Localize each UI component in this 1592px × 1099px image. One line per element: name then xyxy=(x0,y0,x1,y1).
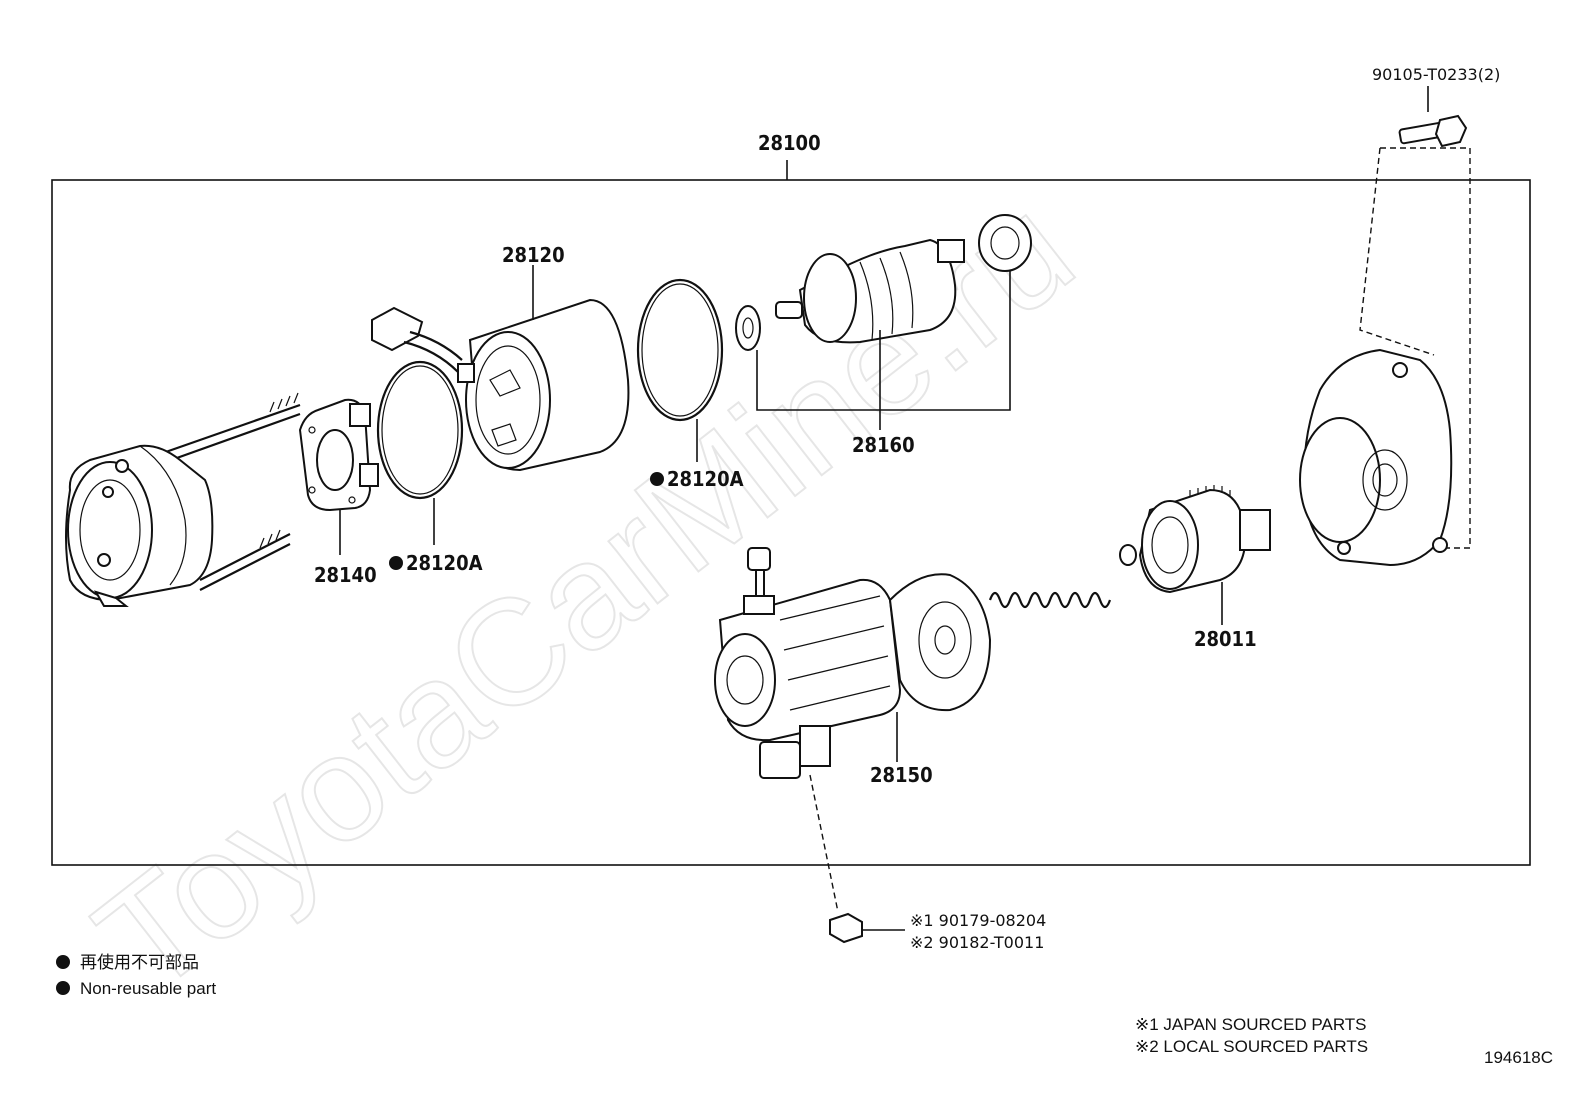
callout-28150[interactable]: 28150 xyxy=(870,763,933,787)
callout-28011[interactable]: 28011 xyxy=(1194,627,1257,651)
nut-icon xyxy=(829,912,863,944)
callout-bolt[interactable]: 90105-T0233(2) xyxy=(1372,65,1500,84)
brush-holder-icon xyxy=(298,398,379,512)
callout-28120[interactable]: 28120 xyxy=(502,243,565,267)
assembly-frame xyxy=(51,179,1531,866)
callout-28120A-upper[interactable]: 28120A xyxy=(667,467,744,491)
spring-icon xyxy=(988,591,1112,609)
legend-english: Non-reusable part xyxy=(80,979,216,998)
callout-28140[interactable]: 28140 xyxy=(314,563,377,587)
starter-clutch-icon xyxy=(1138,485,1271,594)
yoke-icon xyxy=(371,298,630,472)
end-frame-icon xyxy=(65,392,301,607)
o-ring-lower-icon xyxy=(376,360,464,500)
armature-icon xyxy=(735,214,1032,351)
legend-dot-icon xyxy=(56,981,70,995)
legend-dot-icon xyxy=(56,955,70,969)
bolt-icon xyxy=(1398,114,1468,148)
magnetic-switch-icon xyxy=(714,547,992,779)
callout-28120A-lower[interactable]: 28120A xyxy=(406,551,483,575)
drive-housing-icon xyxy=(1299,348,1453,567)
callout-nut-local[interactable]: ※2 90182-T0011 xyxy=(910,933,1044,952)
non-reusable-mark-icon xyxy=(650,472,664,486)
note-japan-sourced: ※1 JAPAN SOURCED PARTS xyxy=(1135,1015,1367,1034)
non-reusable-mark-icon xyxy=(389,556,403,570)
callout-28100[interactable]: 28100 xyxy=(758,131,821,155)
o-ring-upper-icon xyxy=(636,278,724,422)
callout-nut-japan[interactable]: ※1 90179-08204 xyxy=(910,911,1046,930)
legend-japanese: 再使用不可部品 xyxy=(80,952,199,972)
note-local-sourced: ※2 LOCAL SOURCED PARTS xyxy=(1135,1037,1368,1056)
callout-28160[interactable]: 28160 xyxy=(852,433,915,457)
diagram-id: 194618C xyxy=(1484,1048,1553,1067)
